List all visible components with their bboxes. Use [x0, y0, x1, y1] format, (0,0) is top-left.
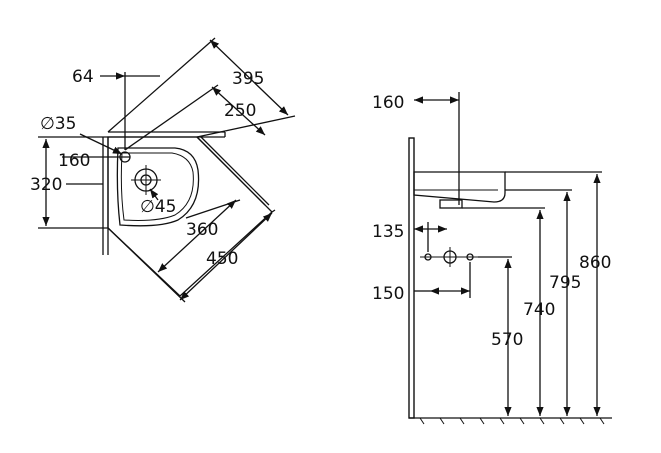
dia45-leader	[149, 188, 159, 201]
dim-450-ext-b	[271, 209, 276, 213]
dia45-label: ∅45	[140, 197, 176, 217]
plan-view: 64 395 250 ∅35 160 320 ∅45 360 450	[30, 37, 296, 303]
dim-570-label: 570	[491, 330, 523, 350]
hatch-1	[419, 417, 425, 425]
dim-250-ext	[124, 84, 219, 151]
hatch-5	[499, 417, 505, 425]
hatch-6	[519, 417, 525, 425]
hatch-3	[459, 417, 465, 425]
dim-395-label: 395	[232, 69, 264, 89]
dim-160-side-label: 160	[372, 93, 404, 113]
hatch-8	[559, 417, 565, 425]
dim-135-label: 135	[372, 222, 404, 242]
hatch-9	[579, 417, 585, 425]
dim-250-line	[211, 86, 266, 136]
dim-450-line	[179, 212, 273, 301]
hatch-10	[599, 417, 605, 425]
dim-450-label: 450	[206, 249, 238, 269]
dim-250-label: 250	[224, 101, 256, 121]
dim-395-ext-a	[107, 37, 216, 133]
dim-64-label: 64	[72, 67, 94, 87]
hatch-4	[479, 417, 485, 425]
wall-fixings	[420, 247, 478, 267]
basin-back-edge-2	[200, 136, 270, 206]
hatch-2	[439, 417, 445, 425]
basin-back-edge	[196, 136, 266, 206]
dim-395-line	[209, 39, 289, 116]
side-view: 160 135 150 570 740 795	[372, 92, 612, 425]
hatch-7	[539, 417, 545, 425]
wall	[408, 137, 415, 419]
dim-740-label: 740	[523, 300, 555, 320]
dim-860-label: 860	[579, 253, 611, 273]
dim-795-label: 795	[549, 273, 581, 293]
dim-160-label: 160	[58, 151, 90, 171]
basin-waste	[439, 199, 463, 209]
dim-360-label: 360	[186, 220, 218, 240]
dim-320-label: 320	[30, 175, 62, 195]
basin-profile	[413, 171, 506, 203]
dim-150-label: 150	[372, 284, 404, 304]
floor-hatch	[419, 417, 605, 425]
dim-450-ext-a	[107, 227, 186, 303]
dia35-label: ∅35	[40, 114, 76, 134]
